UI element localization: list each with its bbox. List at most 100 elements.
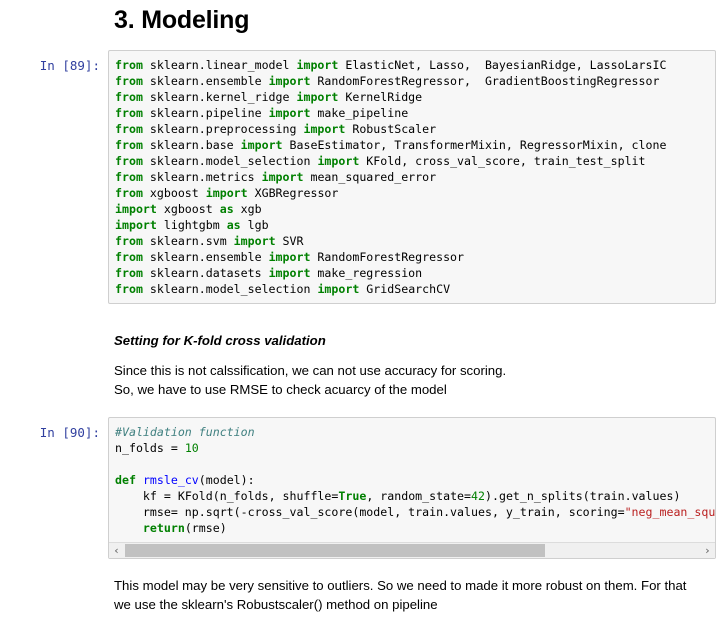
- code-line: n_folds = 10: [115, 440, 715, 456]
- code-token: =: [331, 489, 339, 503]
- code-token: 10: [184, 441, 199, 455]
- code-token: from: [115, 138, 143, 152]
- code-token: rmsle_cv: [142, 473, 199, 487]
- code-line: from sklearn.ensemble import RandomFores…: [115, 73, 715, 89]
- code-cell-89[interactable]: from sklearn.linear_model import Elastic…: [108, 50, 716, 304]
- code-token: sklearn.ensemble: [142, 74, 269, 88]
- code-token: #Validation function: [115, 425, 255, 439]
- code-token: True: [338, 489, 367, 503]
- code-token: mean_squared_error: [303, 170, 437, 184]
- code-token: 42: [471, 489, 485, 503]
- code-line: kf = KFold(n_folds, shuffle=True, random…: [115, 488, 715, 504]
- code-token: GridSearchCV: [359, 282, 451, 296]
- code-token: rmse: [115, 505, 171, 519]
- section-heading: 3. Modeling: [114, 6, 250, 34]
- code-token: import: [317, 154, 360, 168]
- code-token: return: [142, 521, 185, 535]
- code-token: import: [296, 90, 339, 104]
- code-token: KernelRidge: [338, 90, 423, 104]
- code-token: RandomForestRegressor, GradientBoostingR…: [310, 74, 660, 88]
- code-token: from: [115, 58, 143, 72]
- horizontal-scrollbar[interactable]: ‹ ›: [109, 542, 715, 558]
- code-token: BaseEstimator, TransformerMixin, Regress…: [282, 138, 667, 152]
- markdown-text-line: This model may be very sensitive to outl…: [114, 578, 687, 593]
- code-token: as: [219, 202, 234, 216]
- code-token: from: [115, 74, 143, 88]
- code-line: from sklearn.datasets import make_regres…: [115, 265, 715, 281]
- code-line: from sklearn.pipeline import make_pipeli…: [115, 105, 715, 121]
- code-line: from sklearn.svm import SVR: [115, 233, 715, 249]
- code-token: import: [115, 202, 157, 216]
- cell-prompt-89: In [89]:: [39, 58, 100, 73]
- code-token: from: [115, 186, 143, 200]
- code-token: RandomForestRegressor: [310, 250, 465, 264]
- chevron-right-icon[interactable]: ›: [705, 544, 710, 557]
- code-token: RobustScaler: [345, 122, 437, 136]
- code-token: =: [617, 505, 625, 519]
- code-token: sklearn.svm: [142, 234, 234, 248]
- markdown-text-line: Since this is not calssification, we can…: [114, 363, 507, 378]
- code-line: [115, 456, 715, 472]
- code-token: n_folds: [115, 441, 171, 455]
- code-token: import: [268, 106, 311, 120]
- code-token: as: [226, 218, 241, 232]
- code-token: make_regression: [310, 266, 423, 280]
- code-line: def rmsle_cv(model):: [115, 472, 715, 488]
- code-token: from: [115, 266, 143, 280]
- code-token: from: [115, 234, 143, 248]
- code-token: from: [115, 122, 143, 136]
- code-token: -: [240, 505, 248, 519]
- code-token: xgb: [233, 202, 262, 216]
- code-token: , random_state: [366, 489, 465, 503]
- code-token: sklearn.model_selection: [142, 154, 318, 168]
- code-token: kf: [115, 489, 164, 503]
- code-line: import lightgbm as lgb: [115, 217, 715, 233]
- code-token: sklearn.datasets: [142, 266, 269, 280]
- code-line: return(rmse): [115, 520, 715, 536]
- code-line: from sklearn.model_selection import Grid…: [115, 281, 715, 297]
- code-token: sklearn.metrics: [142, 170, 262, 184]
- code-token: [136, 473, 143, 487]
- code-token: sklearn.preprocessing: [142, 122, 304, 136]
- code-line: #Validation function: [115, 424, 715, 440]
- code-token: (rmse): [184, 521, 227, 535]
- code-editor[interactable]: from sklearn.linear_model import Elastic…: [109, 51, 715, 297]
- code-token: from: [115, 90, 143, 104]
- code-token: =: [464, 489, 472, 503]
- code-token: import: [303, 122, 346, 136]
- markdown-subtitle: Setting for K-fold cross validation: [114, 333, 326, 348]
- markdown-text-line: So, we have to use RMSE to check acuarcy…: [114, 382, 447, 397]
- code-token: sklearn.linear_model: [142, 58, 297, 72]
- code-line: from xgboost import XGBRegressor: [115, 185, 715, 201]
- code-token: lgb: [240, 218, 269, 232]
- code-token: ).get_n_splits(train.values): [485, 489, 681, 503]
- code-line: from sklearn.model_selection import KFol…: [115, 153, 715, 169]
- code-line: from sklearn.linear_model import Elastic…: [115, 57, 715, 73]
- code-token: def: [115, 473, 136, 487]
- code-token: make_pipeline: [310, 106, 409, 120]
- code-token: cross_val_score(model, train.values, y_t…: [247, 505, 618, 519]
- code-token: import: [261, 170, 304, 184]
- code-token: lightgbm: [156, 218, 227, 232]
- code-token: import: [268, 74, 311, 88]
- chevron-left-icon[interactable]: ‹: [114, 544, 119, 557]
- code-line: from sklearn.kernel_ridge import KernelR…: [115, 89, 715, 105]
- code-token: = np.sqrt(: [170, 505, 241, 519]
- code-line: from sklearn.base import BaseEstimator, …: [115, 137, 715, 153]
- code-token: sklearn.kernel_ridge: [142, 90, 297, 104]
- code-token: sklearn.ensemble: [142, 250, 269, 264]
- code-token: from: [115, 250, 143, 264]
- cell-prompt-90: In [90]:: [39, 425, 100, 440]
- code-token: SVR: [275, 234, 304, 248]
- code-token: =: [170, 441, 185, 455]
- code-token: import: [296, 58, 339, 72]
- code-token: = KFold(n_folds, shuffle: [163, 489, 332, 503]
- code-token: from: [115, 154, 143, 168]
- code-token: xgboost: [156, 202, 220, 216]
- code-token: from: [115, 170, 143, 184]
- scrollbar-thumb[interactable]: [125, 544, 545, 557]
- code-token: ElasticNet, Lasso, BayesianRidge, LassoL…: [338, 58, 667, 72]
- code-token: import: [240, 138, 283, 152]
